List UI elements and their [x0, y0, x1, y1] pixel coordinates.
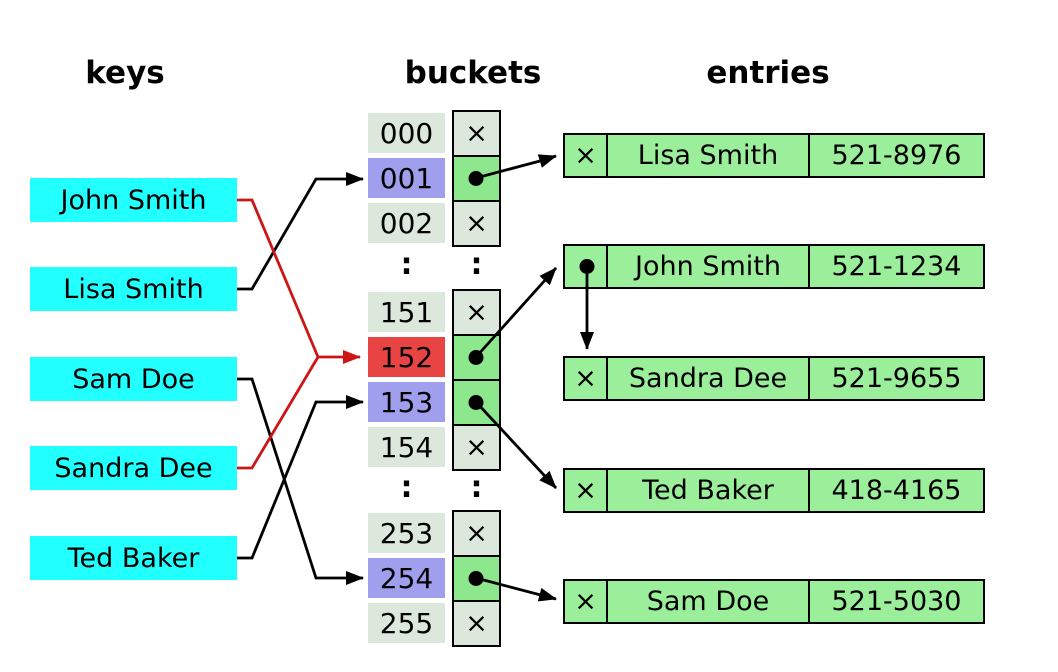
bucket-slot-154-empty-icon: × [454, 424, 499, 469]
entry-lisa-smith-next-empty-icon: × [565, 135, 608, 176]
entries-header: entries [706, 55, 830, 91]
bucket-index-154: 154 [368, 427, 445, 467]
entry-lisa-smith: × Lisa Smith 521-8976 [563, 133, 985, 178]
entry-john-smith: John Smith 521-1234 [563, 244, 985, 289]
entry-john-smith-next-pointer-icon [565, 246, 608, 287]
bucket-index-254: 254 [368, 558, 445, 598]
entry-sandra-dee-phone: 521-9655 [831, 363, 962, 394]
keys-header: keys [85, 55, 165, 91]
bucket-slot-254-pointer-icon [454, 555, 499, 600]
bucket-slot-002-empty-icon: × [454, 200, 499, 245]
key-to-bucket-arrows [237, 172, 364, 585]
bucket-slot-001-pointer-icon [454, 155, 499, 200]
bucket-ellipsis-2-slot: : [470, 470, 483, 505]
bucket-slot-255-empty-icon: × [454, 600, 499, 645]
bucket-slot-152-pointer-icon [454, 334, 499, 379]
collision-arrows [237, 198, 361, 470]
entry-sam-doe-next-empty-icon: × [565, 581, 608, 622]
entry-sandra-dee-name: Sandra Dee [608, 358, 810, 399]
bucket-index-152: 152 [368, 337, 445, 377]
bucket-index-001: 001 [368, 158, 445, 198]
bucket-index-002: 002 [368, 203, 445, 243]
entry-sandra-dee: × Sandra Dee 521-9655 [563, 356, 985, 401]
bucket-slot-151-empty-icon: × [454, 291, 499, 334]
entry-lisa-smith-phone: 521-8976 [831, 140, 962, 171]
entry-john-smith-phone: 521-1234 [831, 251, 962, 282]
bucket-slot-group-3: × × [452, 510, 501, 647]
bucket-slot-253-empty-icon: × [454, 512, 499, 555]
bucket-ellipsis-1-slot: : [470, 247, 483, 282]
entry-ted-baker: × Ted Baker 418-4165 [563, 468, 985, 513]
key-sandra-dee: Sandra Dee [30, 446, 237, 490]
key-ted-baker: Ted Baker [30, 536, 237, 580]
arrow-sam-to-254 [237, 377, 364, 585]
bucket-index-153: 153 [368, 382, 445, 422]
key-sam-doe: Sam Doe [30, 357, 237, 401]
entry-sam-doe-phone: 521-5030 [831, 586, 962, 617]
bucket-slot-group-2: × × [452, 289, 501, 471]
key-lisa-smith: Lisa Smith [30, 267, 237, 311]
bucket-ellipsis-2-index: : [400, 470, 413, 505]
bucket-index-253: 253 [368, 513, 445, 553]
buckets-header: buckets [404, 55, 542, 91]
bucket-index-000: 000 [368, 113, 445, 153]
arrow-sandra-to-junction [237, 356, 320, 470]
bucket-slot-153-pointer-icon [454, 379, 499, 424]
bucket-index-151: 151 [368, 292, 445, 332]
entry-ted-baker-next-empty-icon: × [565, 470, 608, 511]
key-john-smith: John Smith [30, 178, 237, 222]
bucket-index-255: 255 [368, 603, 445, 643]
entry-ted-baker-name: Ted Baker [608, 470, 810, 511]
bucket-slot-000-empty-icon: × [454, 112, 499, 155]
entry-sam-doe-name: Sam Doe [608, 581, 810, 622]
arrow-lisa-to-001 [237, 172, 364, 291]
bucket-slot-group-1: × × [452, 110, 501, 247]
bucket-ellipsis-1-index: : [400, 247, 413, 282]
entry-lisa-smith-name: Lisa Smith [608, 135, 810, 176]
entry-sam-doe: × Sam Doe 521-5030 [563, 579, 985, 624]
arrow-john-to-junction [237, 198, 320, 358]
entry-john-smith-name: John Smith [608, 246, 810, 287]
entry-sandra-dee-next-empty-icon: × [565, 358, 608, 399]
arrow-ted-to-153 [237, 395, 364, 560]
entry-ted-baker-phone: 418-4165 [831, 475, 962, 506]
